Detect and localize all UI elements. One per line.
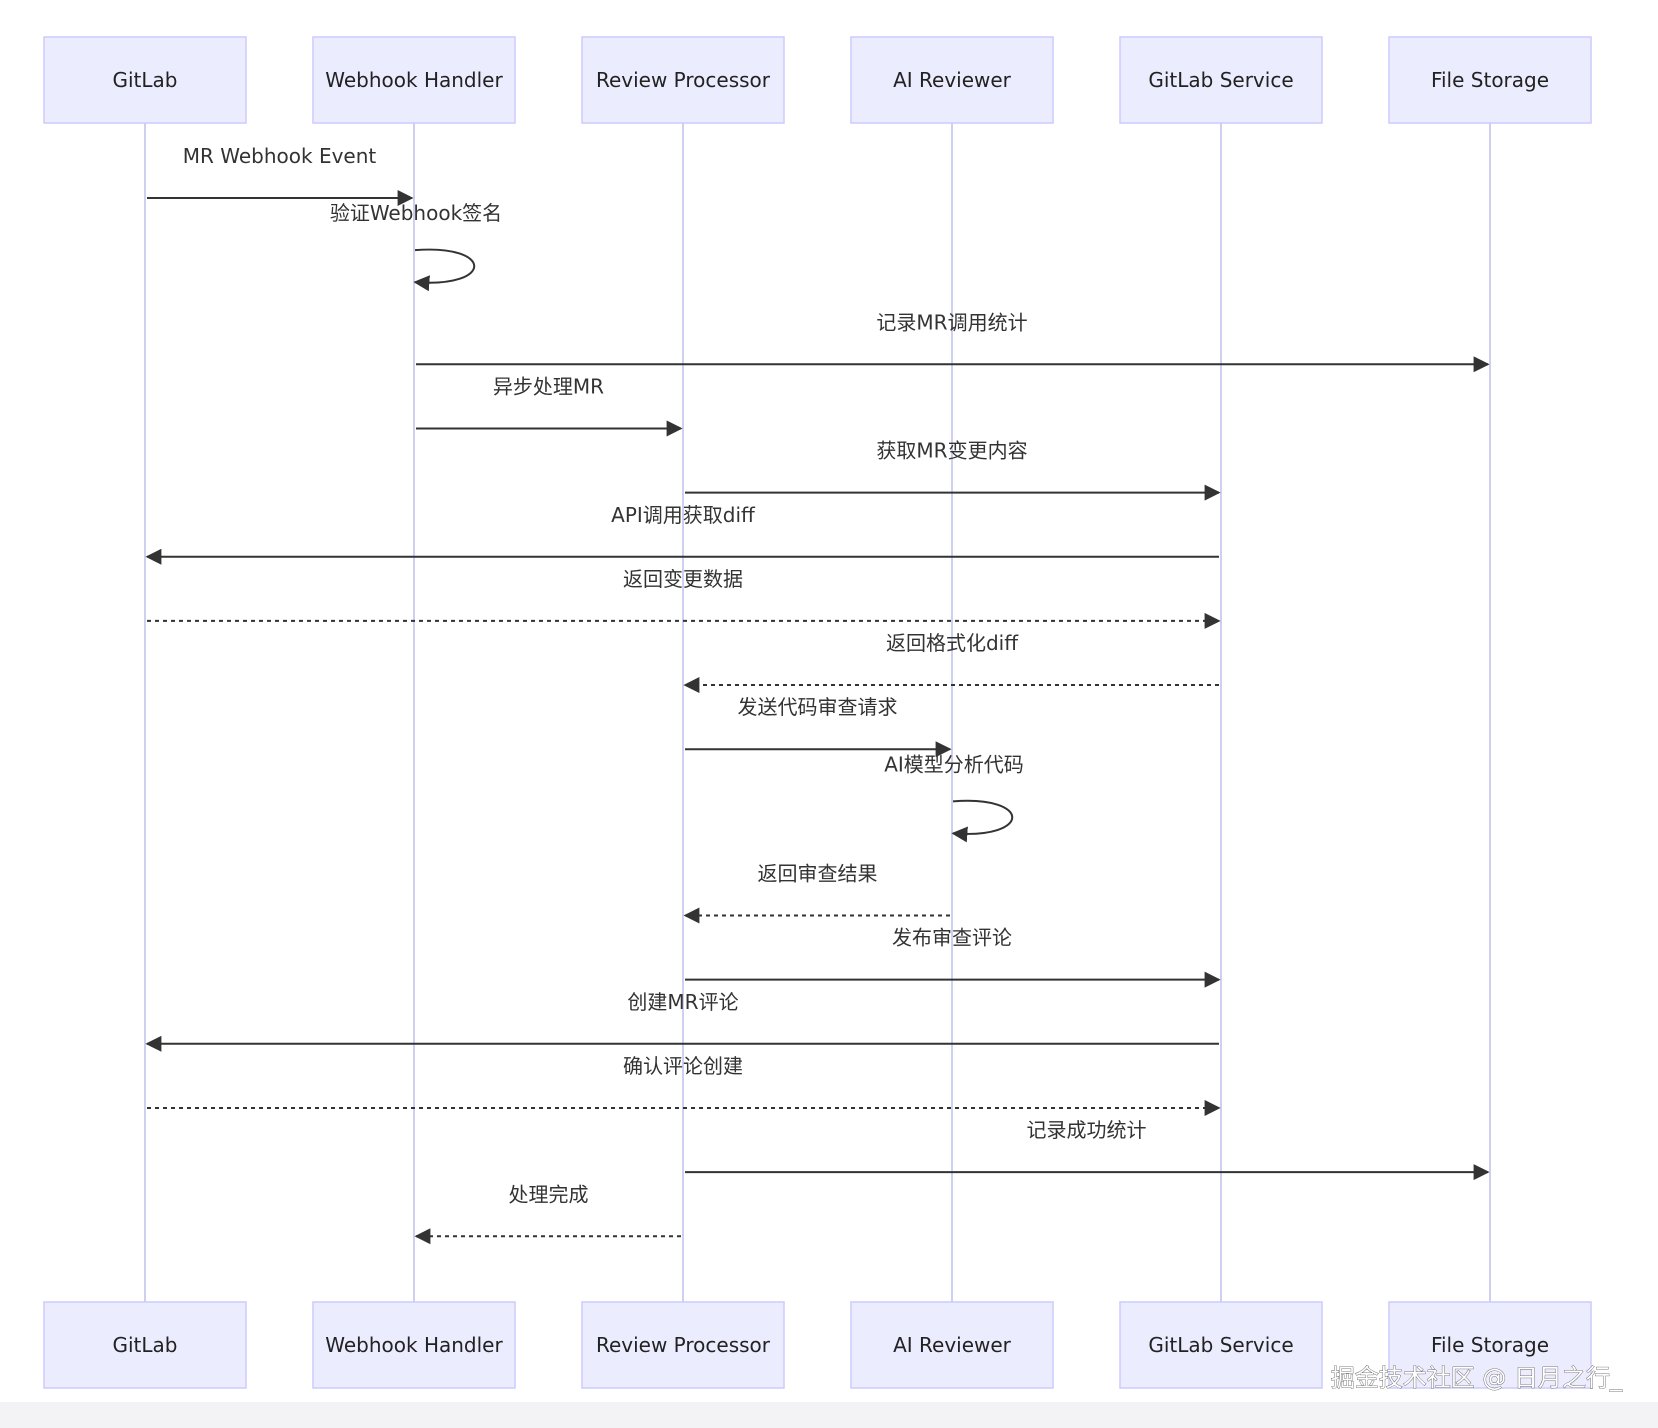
actor-box: [850, 1301, 1054, 1389]
message-label: 记录成功统计: [1027, 1118, 1147, 1142]
actor-label: GitLab: [113, 68, 178, 92]
actor-box: [1388, 1301, 1592, 1389]
message-0: MR Webhook Event: [147, 144, 414, 206]
actor-webhook-bottom: Webhook Handler: [312, 1301, 516, 1389]
message-label: MR Webhook Event: [183, 144, 377, 168]
actor-gitlab-top: GitLab: [43, 36, 247, 124]
actor-label: GitLab Service: [1148, 68, 1293, 92]
actors-bottom: GitLab Webhook Handler Review Processor AI …: [43, 1301, 1592, 1389]
message-12: 创建MR评论: [145, 990, 1219, 1052]
self-message-arrow: [951, 799, 1013, 843]
actor-storage-top: File Storage: [1388, 36, 1592, 124]
message-14: 记录成功统计: [685, 1118, 1490, 1181]
message-label: 返回审查结果: [758, 862, 878, 886]
message-11: 发布审查评论: [685, 926, 1221, 988]
actor-box: [43, 1301, 247, 1389]
message-6: 返回变更数据: [147, 567, 1221, 629]
message-1: 验证Webhook签名: [330, 201, 502, 292]
actor-label: File Storage: [1431, 68, 1549, 92]
actor-ai-bottom: AI Reviewer: [850, 1301, 1054, 1389]
actor-gitlab_service-bottom: GitLab Service: [1119, 1301, 1323, 1389]
message-4: 获取MR变更内容: [685, 439, 1221, 501]
actor-label: Review Processor: [596, 68, 771, 92]
actor-box: [312, 36, 516, 124]
actor-label: GitLab: [113, 1333, 178, 1357]
actor-label: Webhook Handler: [325, 1333, 503, 1357]
actor-label: AI Reviewer: [893, 1333, 1012, 1357]
actor-box: [1388, 36, 1592, 124]
actors-top: GitLab Webhook Handler Review Processor AI …: [43, 36, 1592, 124]
message-label: 确认评论创建: [623, 1054, 743, 1078]
message-label: 获取MR变更内容: [876, 439, 1027, 463]
actor-box: [312, 1301, 516, 1389]
bottom-band: [0, 1402, 1658, 1428]
actor-box: [850, 36, 1054, 124]
messages: MR Webhook Event 验证Webhook签名记录MR调用统计异步处理M…: [145, 144, 1490, 1245]
actor-label: AI Reviewer: [893, 68, 1012, 92]
actor-box: [581, 36, 785, 124]
message-10: 返回审查结果: [683, 862, 950, 924]
message-label: 验证Webhook签名: [330, 201, 502, 225]
message-label: 处理完成: [509, 1182, 589, 1206]
actor-box: [43, 36, 247, 124]
message-15: 处理完成: [414, 1182, 681, 1245]
message-label: AI模型分析代码: [884, 752, 1024, 776]
actor-box: [1119, 36, 1323, 124]
message-label: 异步处理MR: [493, 374, 604, 398]
actor-label: GitLab Service: [1148, 1333, 1293, 1357]
actor-gitlab-bottom: GitLab: [43, 1301, 247, 1389]
message-5: API调用获取diff: [145, 503, 1219, 565]
actor-storage-bottom: File Storage: [1388, 1301, 1592, 1389]
actor-box: [1119, 1301, 1323, 1389]
actor-label: File Storage: [1431, 1333, 1549, 1357]
message-3: 异步处理MR: [416, 374, 683, 437]
watermark-text: 掘金技术社区 @ 日月之行_: [1331, 1364, 1623, 1392]
actor-label: Webhook Handler: [325, 68, 503, 92]
message-label: 发送代码审查请求: [738, 695, 898, 719]
actor-webhook-top: Webhook Handler: [312, 36, 516, 124]
message-13: 确认评论创建: [147, 1054, 1221, 1116]
self-message-arrow: [413, 248, 475, 292]
message-label: 返回格式化diff: [886, 631, 1019, 655]
message-2: 记录MR调用统计: [416, 310, 1490, 373]
message-8: 发送代码审查请求: [685, 695, 952, 758]
actor-label: Review Processor: [596, 1333, 771, 1357]
actor-review-bottom: Review Processor: [581, 1301, 785, 1389]
message-label: 返回变更数据: [623, 567, 743, 591]
message-label: 创建MR评论: [627, 990, 738, 1014]
message-9: AI模型分析代码: [884, 752, 1024, 843]
lifelines: [144, 123, 1491, 1302]
actor-ai-top: AI Reviewer: [850, 36, 1054, 124]
message-7: 返回格式化diff: [683, 631, 1219, 694]
message-label: 记录MR调用统计: [876, 310, 1027, 334]
message-label: 发布审查评论: [892, 926, 1012, 950]
actor-gitlab_service-top: GitLab Service: [1119, 36, 1323, 124]
actor-box: [581, 1301, 785, 1389]
message-label: API调用获取diff: [611, 503, 756, 527]
actor-review-top: Review Processor: [581, 36, 785, 124]
